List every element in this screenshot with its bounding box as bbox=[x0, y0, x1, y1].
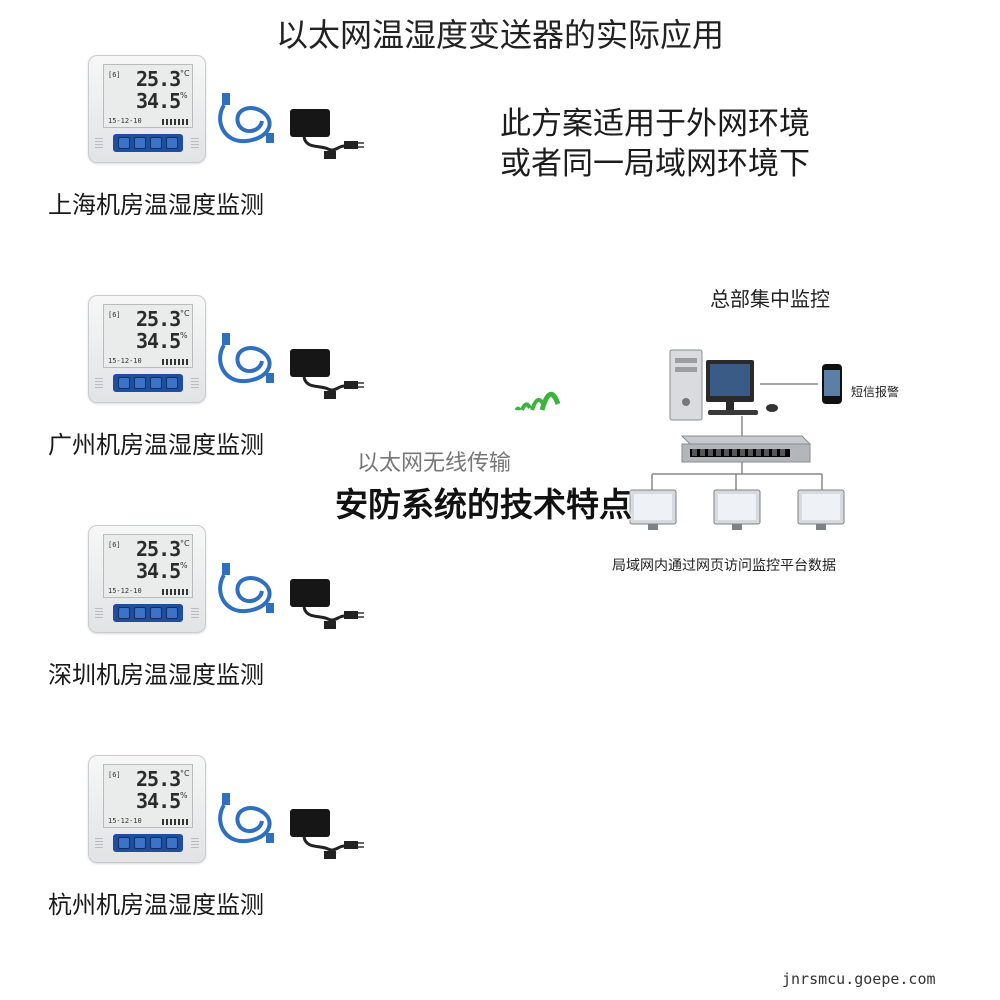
lcd-date: 15-12-10 bbox=[108, 817, 142, 825]
lcd-screen: [6] 25.3 °C 34.5 % 15-12-10 bbox=[103, 64, 193, 128]
key-button-icon bbox=[166, 837, 178, 849]
mouse-icon bbox=[766, 404, 778, 412]
keypad bbox=[113, 374, 183, 392]
key-button-icon bbox=[150, 837, 162, 849]
lcd-humidity: 34.5 bbox=[136, 789, 181, 813]
key-button-icon bbox=[150, 377, 162, 389]
lcd-signal-bar bbox=[162, 359, 188, 365]
power-adapter-icon bbox=[290, 349, 364, 399]
lcd-temperature: 25.3 bbox=[136, 67, 181, 91]
overlay-heading: 安防系统的技术特点 bbox=[335, 485, 632, 524]
network-cable-icon bbox=[218, 93, 274, 144]
key-button-icon bbox=[118, 607, 130, 619]
server-tower-icon bbox=[669, 349, 703, 421]
lcd-hum-unit: % bbox=[180, 791, 188, 800]
lcd-channel: [6] bbox=[108, 311, 121, 319]
key-button-icon bbox=[134, 607, 146, 619]
key-button-icon bbox=[118, 137, 130, 149]
network-switch-icon bbox=[680, 435, 812, 463]
lcd-screen: [6] 25.3 °C 34.5 % 15-12-10 bbox=[103, 764, 193, 828]
sensor-device: [6] 25.3 °C 34.5 % 15-12-10 bbox=[88, 525, 206, 633]
power-adapter-icon bbox=[290, 109, 364, 159]
vent-left bbox=[95, 606, 103, 618]
key-button-icon bbox=[134, 377, 146, 389]
power-adapter-icon bbox=[290, 579, 364, 629]
sensor-device: [6] 25.3 °C 34.5 % 15-12-10 bbox=[88, 755, 206, 863]
site-label: 广州机房温湿度监测 bbox=[48, 431, 264, 459]
keypad bbox=[113, 134, 183, 152]
sms-alert-label: 短信报警 bbox=[851, 385, 900, 399]
lcd-signal-bar bbox=[162, 819, 188, 825]
key-button-icon bbox=[166, 377, 178, 389]
description-line-1: 此方案适用于外网环境 bbox=[500, 106, 810, 142]
lcd-humidity: 34.5 bbox=[136, 559, 181, 583]
lcd-signal-bar bbox=[162, 119, 188, 125]
power-adapter-icon bbox=[290, 809, 364, 859]
client-monitor-icon bbox=[629, 489, 677, 530]
wireless-signal-icon bbox=[514, 392, 560, 411]
key-button-icon bbox=[166, 607, 178, 619]
lcd-temperature: 25.3 bbox=[136, 307, 181, 331]
lcd-humidity: 34.5 bbox=[136, 89, 181, 113]
lcd-temp-unit: °C bbox=[180, 309, 190, 318]
key-button-icon bbox=[150, 607, 162, 619]
vent-left bbox=[95, 836, 103, 848]
site-hangzhou: [6] 25.3 °C 34.5 % 15-12-10 杭州机房温湿度监测 bbox=[48, 755, 408, 955]
phone-icon bbox=[822, 364, 842, 404]
lcd-screen: [6] 25.3 °C 34.5 % 15-12-10 bbox=[103, 304, 193, 368]
keypad bbox=[113, 834, 183, 852]
lcd-date: 15-12-10 bbox=[108, 587, 142, 595]
watermark: jnrsmcu.goepe.com bbox=[782, 970, 936, 988]
vent-right bbox=[191, 136, 199, 148]
lcd-signal-bar bbox=[162, 589, 188, 595]
key-button-icon bbox=[166, 137, 178, 149]
client-monitor-icon bbox=[713, 489, 761, 530]
lan-access-caption: 局域网内通过网页访问监控平台数据 bbox=[612, 558, 836, 574]
keypad bbox=[113, 604, 183, 622]
lcd-temp-unit: °C bbox=[180, 769, 190, 778]
sensor-device: [6] 25.3 °C 34.5 % 15-12-10 bbox=[88, 55, 206, 163]
key-button-icon bbox=[118, 377, 130, 389]
lcd-humidity: 34.5 bbox=[136, 329, 181, 353]
lcd-date: 15-12-10 bbox=[108, 357, 142, 365]
site-label: 深圳机房温湿度监测 bbox=[48, 661, 264, 689]
site-label: 杭州机房温湿度监测 bbox=[48, 891, 264, 919]
lcd-screen: [6] 25.3 °C 34.5 % 15-12-10 bbox=[103, 534, 193, 598]
sensor-device: [6] 25.3 °C 34.5 % 15-12-10 bbox=[88, 295, 206, 403]
lcd-channel: [6] bbox=[108, 771, 121, 779]
network-cable-icon bbox=[218, 563, 274, 614]
client-monitor-icon bbox=[797, 489, 845, 530]
site-guangzhou: [6] 25.3 °C 34.5 % 15-12-10 广州机房温湿度监测 bbox=[48, 295, 408, 495]
network-cable-icon bbox=[218, 333, 274, 384]
wireless-transmission-label: 以太网无线传输 bbox=[357, 451, 512, 476]
vent-right bbox=[191, 836, 199, 848]
vent-right bbox=[191, 376, 199, 388]
description-line-2: 或者同一局域网环境下 bbox=[500, 146, 810, 182]
page-title: 以太网温湿度变送器的实际应用 bbox=[275, 16, 724, 54]
network-diagram bbox=[629, 349, 845, 530]
lcd-temperature: 25.3 bbox=[136, 767, 181, 791]
site-label: 上海机房温湿度监测 bbox=[48, 191, 264, 219]
vent-right bbox=[191, 606, 199, 618]
network-cable-icon bbox=[218, 793, 274, 844]
lcd-date: 15-12-10 bbox=[108, 117, 142, 125]
hq-monitoring-title: 总部集中监控 bbox=[710, 287, 830, 311]
key-button-icon bbox=[134, 837, 146, 849]
lcd-channel: [6] bbox=[108, 541, 121, 549]
site-shenzhen: [6] 25.3 °C 34.5 % 15-12-10 深圳机房温湿度监测 bbox=[48, 525, 408, 725]
lcd-channel: [6] bbox=[108, 71, 121, 79]
monitor-icon bbox=[706, 360, 758, 415]
lcd-hum-unit: % bbox=[180, 91, 188, 100]
key-button-icon bbox=[118, 837, 130, 849]
vent-left bbox=[95, 136, 103, 148]
lcd-hum-unit: % bbox=[180, 561, 188, 570]
lcd-temp-unit: °C bbox=[180, 539, 190, 548]
lcd-hum-unit: % bbox=[180, 331, 188, 340]
lcd-temp-unit: °C bbox=[180, 69, 190, 78]
key-button-icon bbox=[134, 137, 146, 149]
key-button-icon bbox=[150, 137, 162, 149]
site-shanghai: [6] 25.3 °C 34.5 % 15-12-10 上海机房温湿度监测 bbox=[48, 55, 408, 255]
vent-left bbox=[95, 376, 103, 388]
lcd-temperature: 25.3 bbox=[136, 537, 181, 561]
